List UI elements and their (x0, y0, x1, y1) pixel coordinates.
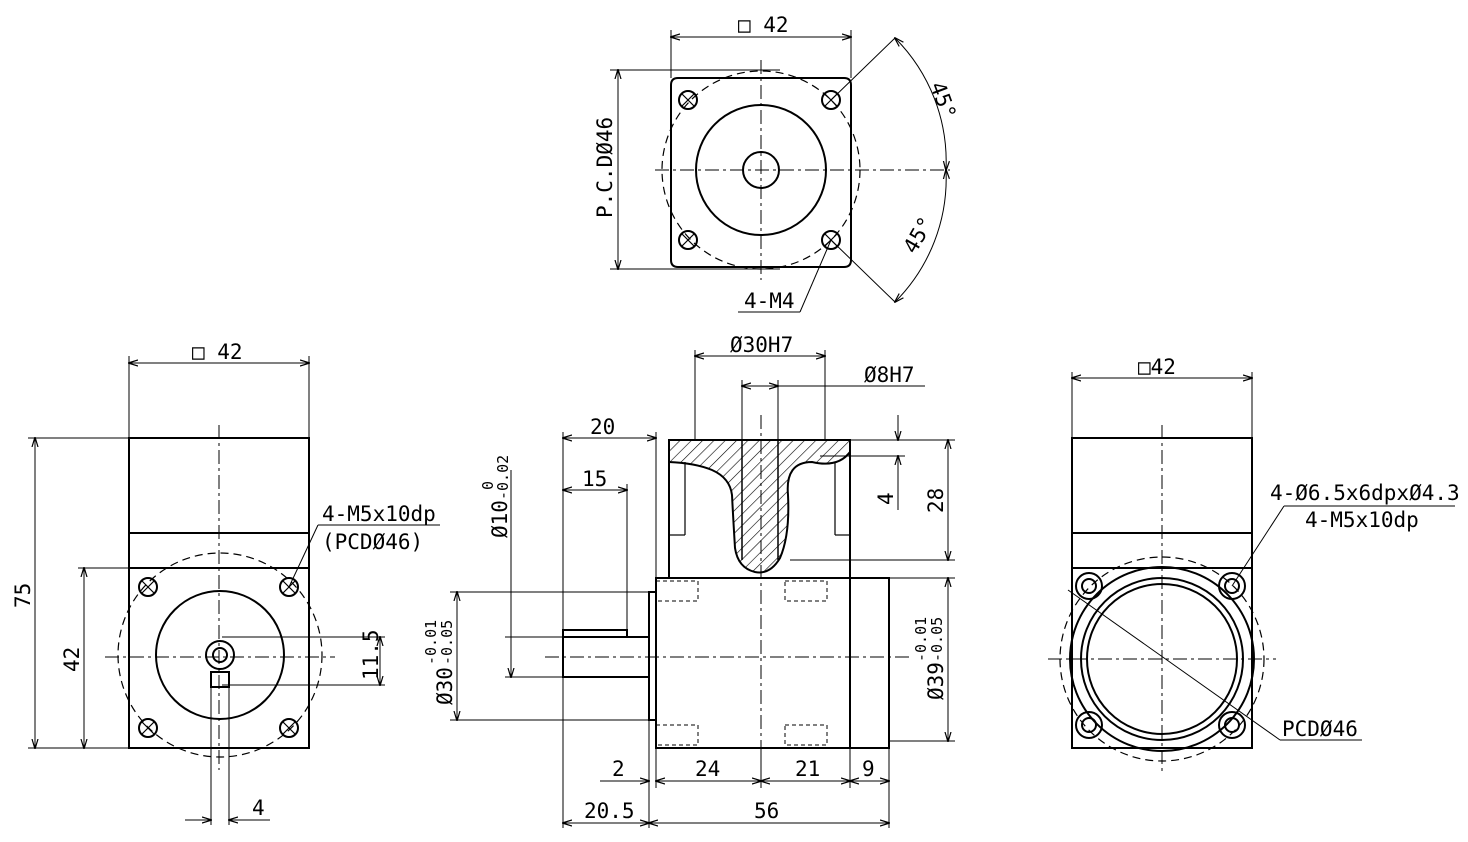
left-square-label: □ 42 (192, 340, 243, 364)
center-shaft-bore-label: Ø8H7 (864, 363, 915, 387)
right-pcd-label: PCDØ46 (1282, 717, 1358, 741)
top-angle-upper: 45° (925, 79, 961, 123)
center-end-cap (849, 577, 890, 749)
center-len-21: 21 (795, 757, 820, 781)
center-bore-label: Ø30H7 (730, 333, 793, 357)
left-height-total: 75 (11, 583, 35, 608)
center-len-9: 9 (862, 757, 875, 781)
top-tap-label: 4-M4 (744, 289, 795, 313)
center-body-tol-upper: -0.01 (912, 617, 930, 662)
center-pilot-dia: Ø30 (433, 667, 457, 705)
center-len-56: 56 (754, 799, 779, 823)
center-len-20-5: 20.5 (584, 799, 635, 823)
center-section-hatch (668, 439, 851, 574)
center-shaft-dia: Ø10 (488, 500, 512, 538)
right-holes-line2: 4-M5x10dp (1305, 508, 1419, 532)
left-key-width: 4 (252, 796, 265, 820)
center-len-24: 24 (695, 757, 720, 781)
center-len-15: 15 (582, 467, 607, 491)
left-view: □ 42 75 42 11.5 4 4-M5x10dp (PCDØ46) (11, 340, 440, 825)
center-body-dia: Ø39 (924, 662, 948, 700)
center-body (655, 577, 851, 749)
center-body-tol-lower: -0.05 (928, 617, 946, 662)
left-height-flange: 42 (60, 647, 84, 672)
center-pilot-tol-upper: -0.01 (422, 620, 440, 665)
left-holes-label: 4-M5x10dp (322, 502, 436, 526)
top-square-label: □ 42 (738, 13, 789, 37)
center-pilot-tol-lower: -0.05 (438, 620, 456, 665)
right-square-label: □42 (1138, 355, 1176, 379)
right-holes (1075, 572, 1246, 739)
left-offset: 11.5 (359, 629, 383, 680)
left-holes-pcd: (PCDØ46) (322, 530, 423, 554)
center-shaft-tol-lower: -0.02 (494, 455, 512, 500)
center-shaft-tol-upper: 0 (479, 481, 497, 490)
center-len-2: 2 (612, 757, 625, 781)
top-angle-lower: 45° (899, 213, 939, 258)
center-depth-4: 4 (874, 492, 898, 505)
top-pcd-label: P.C.DØ46 (593, 117, 617, 218)
right-view: □42 4-Ø6.5x6dpxØ4.3 4-M5x10dp PCDØ46 (1048, 355, 1460, 775)
center-len-20: 20 (590, 415, 615, 439)
right-holes-line1: 4-Ø6.5x6dpxØ4.3 (1270, 481, 1460, 505)
center-view: Ø30H7 Ø8H7 20 15 Ø10 0 -0.02 Ø30 -0.01 -… (422, 333, 955, 828)
center-height-28: 28 (924, 488, 948, 513)
top-view: □ 42 P.C.DØ46 45° 45° 4-M4 (593, 13, 961, 313)
